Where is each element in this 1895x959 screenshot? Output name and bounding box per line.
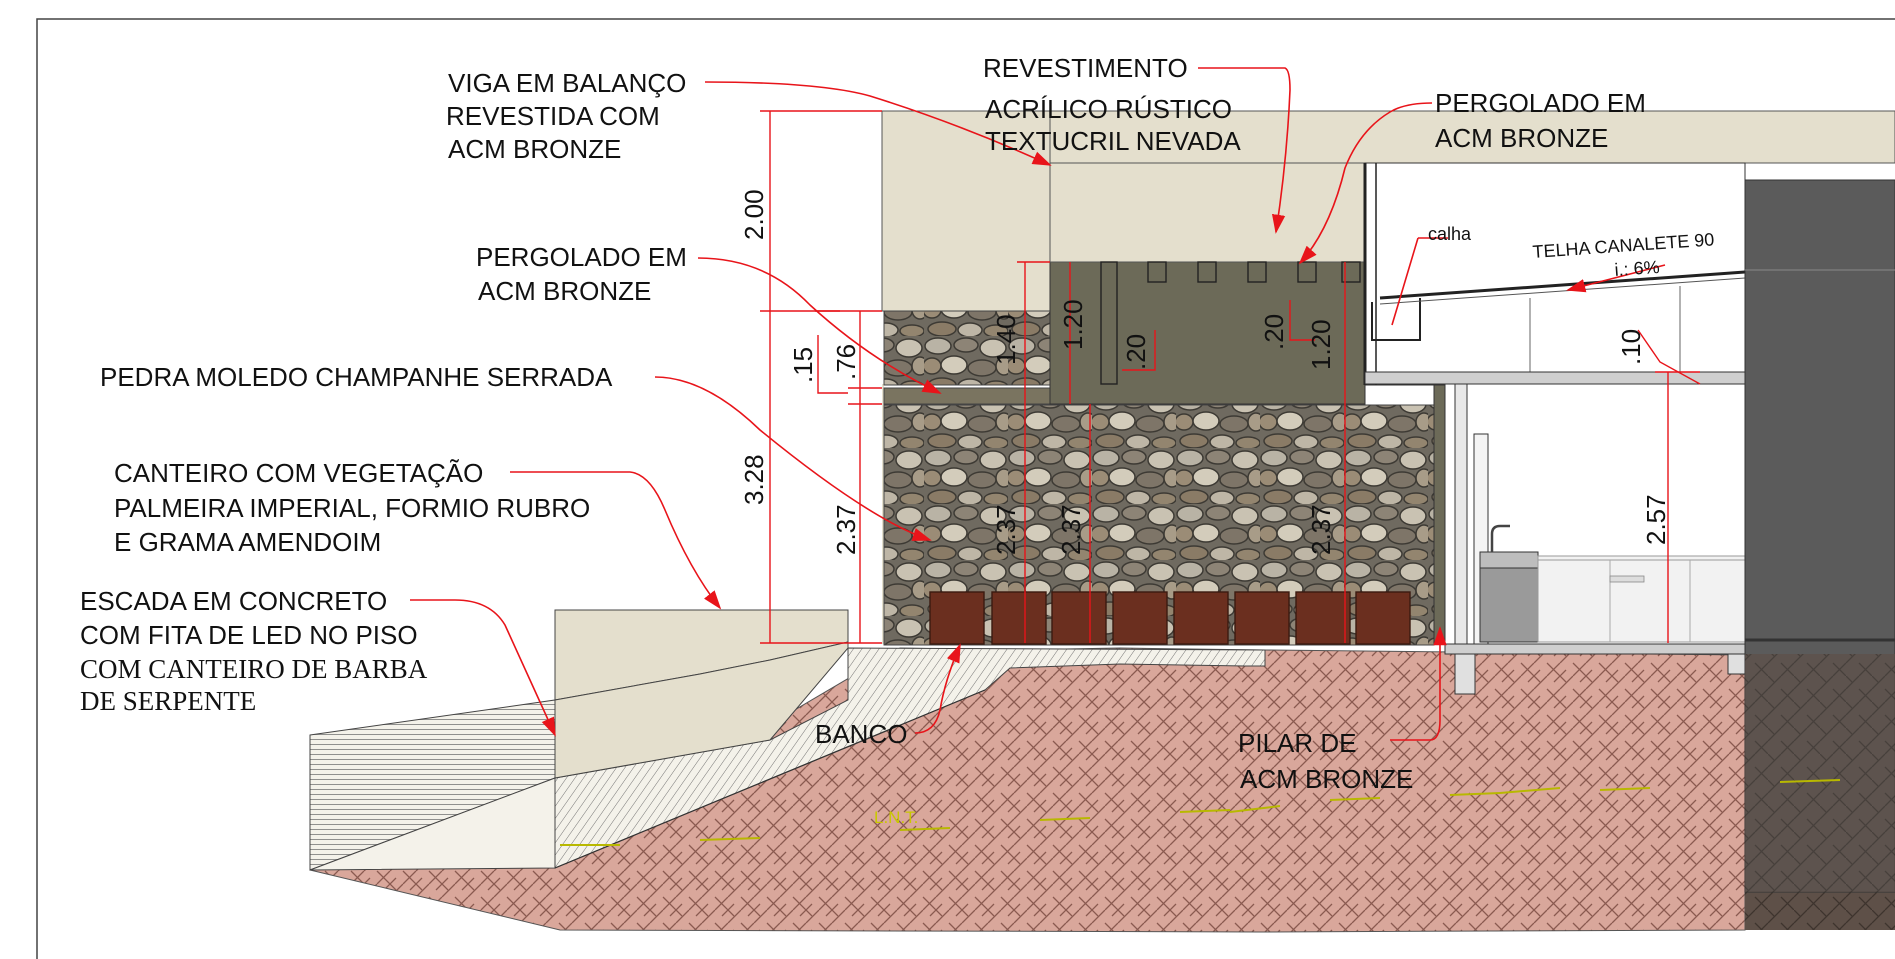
label-escada: ESCADA EM CONCRETO COM FITA DE LED NO PI… [80, 586, 428, 716]
dim-2-37-b: 2.37 [1056, 504, 1086, 555]
dim-15: .15 [788, 347, 818, 383]
label-calha: calha [1428, 224, 1472, 244]
label-viga: VIGA EM BALANÇO REVESTIDA COM ACM BRONZE [446, 68, 686, 164]
label-lnt: L.N.T. [874, 808, 918, 827]
viga-line-1: VIGA EM BALANÇO [448, 68, 686, 98]
bench-blocks [929, 591, 1411, 645]
stair-concrete [309, 609, 1266, 871]
revestimento-line-1: REVESTIMENTO [983, 53, 1188, 83]
canteiro-line-1: CANTEIRO COM VEGETAÇÃO [114, 458, 483, 488]
label-pergolado-left: PERGOLADO EM ACM BRONZE [476, 242, 687, 306]
dim-2-37-c: 2.37 [1306, 504, 1336, 555]
label-banco: BANCO [815, 719, 907, 749]
escada-line-2: COM FITA DE LED NO PISO [80, 620, 418, 650]
drawing-frame [36, 18, 1895, 959]
dim-1-20-b: 1.20 [1306, 319, 1336, 370]
pergolado-left-line-2: ACM BRONZE [478, 276, 651, 306]
canteiro-line-2: PALMEIRA IMPERIAL, FORMIO RUBRO [114, 493, 590, 523]
dim-10: .10 [1616, 329, 1646, 365]
pergolado-top-line-2: ACM BRONZE [1435, 123, 1608, 153]
label-pergolado-top: PERGOLADO EM ACM BRONZE [1435, 88, 1646, 153]
dim-76: .76 [831, 344, 861, 380]
label-canteiro: CANTEIRO COM VEGETAÇÃO PALMEIRA IMPERIAL… [114, 458, 590, 557]
label-pilar: PILAR DE ACM BRONZE [1238, 728, 1413, 794]
revestimento-line-3: TEXTUCRIL NEVADA [985, 126, 1241, 156]
dim-2-57: 2.57 [1641, 494, 1671, 545]
lnt-line [560, 779, 1841, 846]
label-revestimento: REVESTIMENTO ACRÍLICO RÚSTICO TEXTUCRIL … [983, 53, 1241, 156]
dark-wall [1744, 179, 1895, 893]
beige-structure [881, 110, 1895, 644]
dim-1-40: 1.40 [991, 314, 1021, 365]
dim-20-a: .20 [1121, 334, 1151, 370]
dim-20-b: .20 [1259, 314, 1289, 350]
escada-line-1: ESCADA EM CONCRETO [80, 586, 387, 616]
house-section [1363, 162, 1746, 695]
dim-2-00: 2.00 [739, 189, 769, 240]
canteiro-line-3: E GRAMA AMENDOIM [114, 527, 381, 557]
pilar-line-1: PILAR DE [1238, 728, 1357, 758]
escada-line-4: DE SERPENTE [80, 686, 256, 716]
escada-line-3: COM CANTEIRO DE BARBA [80, 654, 428, 684]
pilar-line-2: ACM BRONZE [1240, 764, 1413, 794]
dim-1-20-a: 1.20 [1058, 299, 1088, 350]
label-inclinacao: i.: 6% [1614, 257, 1660, 280]
revestimento-line-2: ACRÍLICO RÚSTICO [985, 94, 1232, 124]
dim-2-37-left: 2.37 [831, 504, 861, 555]
pergola-acm [1049, 162, 1451, 644]
dimension-lines [760, 110, 1701, 644]
dim-2-37-a: 2.37 [991, 504, 1021, 555]
pergolado-top-line-1: PERGOLADO EM [1435, 88, 1646, 118]
pergolado-left-line-1: PERGOLADO EM [476, 242, 687, 272]
leader-lines [410, 67, 1666, 741]
viga-line-2: REVESTIDA COM [446, 101, 660, 131]
viga-line-3: ACM BRONZE [448, 134, 621, 164]
label-pedra: PEDRA MOLEDO CHAMPANHE SERRADA [100, 362, 613, 392]
dim-3-28: 3.28 [739, 454, 769, 505]
